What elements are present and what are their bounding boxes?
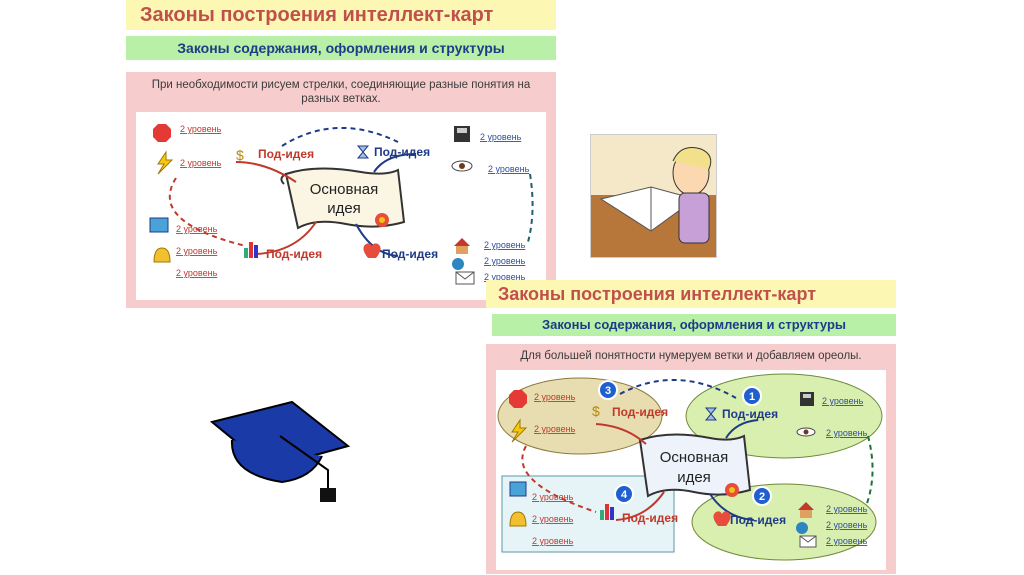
lightning-icon <box>511 418 528 443</box>
connector-arrow-right <box>865 435 874 507</box>
connector-arrow-right <box>527 173 534 243</box>
globe-icon <box>796 522 808 534</box>
dollar-icon: $ <box>236 147 244 163</box>
halo-branch-4 <box>501 475 675 553</box>
ribbon-icon <box>375 213 389 227</box>
heart-icon <box>363 243 381 258</box>
envelope-icon <box>455 271 475 285</box>
main-idea-scroll <box>280 167 406 230</box>
svg-text:2 уровень: 2 уровень <box>532 514 574 524</box>
svg-text:2 уровень: 2 уровень <box>484 256 526 266</box>
sub-idea-branch-3: Под-идея <box>612 405 668 419</box>
svg-text:2 уровень: 2 уровень <box>826 536 868 546</box>
book-icon <box>149 217 169 233</box>
hourglass-icon <box>356 145 370 159</box>
svg-text:1: 1 <box>749 391 755 403</box>
sub-idea-top-left: Под-идея <box>258 147 314 161</box>
sub-idea-branch-4: Под-идея <box>622 511 678 525</box>
main-idea-line2: идея <box>677 469 711 486</box>
slide-1-mind-map: Основная идея Под-идея Под-идея Под-идея… <box>149 124 534 285</box>
slide-2-title: Законы построения интеллект-карт <box>486 280 896 308</box>
svg-text:2 уровень: 2 уровень <box>488 164 530 174</box>
svg-text:2 уровень: 2 уровень <box>480 132 522 142</box>
book-icon <box>509 481 527 497</box>
house-icon <box>798 502 814 518</box>
dollar-icon: $ <box>592 403 600 419</box>
connector-arrow-top <box>619 379 737 399</box>
svg-text:2: 2 <box>759 491 765 503</box>
svg-text:2 уровень: 2 уровень <box>826 520 868 530</box>
envelope-icon <box>799 535 817 548</box>
svg-text:4: 4 <box>621 489 628 501</box>
globe-icon <box>452 258 464 270</box>
sub-idea-branch-1: Под-идея <box>722 407 778 421</box>
svg-text:2 уровень: 2 уровень <box>180 158 222 168</box>
halo-branch-3 <box>497 377 663 455</box>
svg-text:2 уровень: 2 уровень <box>534 424 576 434</box>
halo-branch-2 <box>691 483 877 561</box>
slide-1-card: При необходимости рисуем стрелки, соедин… <box>126 72 556 308</box>
connector-arrow-left <box>521 445 597 513</box>
svg-text:2 уровень: 2 уровень <box>180 124 222 134</box>
level-labels: 2 уровень 2 уровень 2 уровень 2 уровень … <box>532 392 868 546</box>
sub-idea-branch-2: Под-идея <box>730 513 786 527</box>
eye-icon <box>451 160 473 172</box>
halo-branch-1 <box>685 373 883 459</box>
ribbon-icon <box>725 483 739 497</box>
main-idea-scroll <box>638 433 752 498</box>
slide-2-map-area: Основная идея Под-идея Под-идея Под-идея… <box>496 370 886 570</box>
floppy-disk-icon <box>800 392 814 406</box>
bell-icon <box>153 247 171 263</box>
chart-icon <box>244 242 258 258</box>
connector-arrow-top <box>281 127 399 147</box>
main-idea-line1: Основная <box>660 449 729 466</box>
branch-number-4-badge: 4 <box>614 484 634 504</box>
svg-text:3: 3 <box>605 385 611 397</box>
hourglass-icon <box>704 407 718 421</box>
floppy-disk-icon <box>454 126 470 142</box>
sub-idea-bottom-left: Под-идея <box>266 247 322 261</box>
svg-text:2 уровень: 2 уровень <box>176 246 218 256</box>
graduation-cap-icon <box>209 400 360 510</box>
svg-text:2 уровень: 2 уровень <box>826 504 868 514</box>
svg-text:2 уровень: 2 уровень <box>484 240 526 250</box>
slide-2-mind-map: Основная идея Под-идея Под-идея Под-идея… <box>497 373 883 561</box>
slide-2-subtitle: Законы содержания, оформления и структур… <box>492 314 896 336</box>
branch-number-2-badge: 2 <box>752 486 772 506</box>
eye-icon <box>796 427 816 437</box>
heart-icon <box>713 511 731 526</box>
main-idea-line1: Основная <box>310 181 379 198</box>
student-reading-icon <box>590 134 717 258</box>
slide-1-caption: При необходимости рисуем стрелки, соедин… <box>151 79 531 105</box>
slide-1-title: Законы построения интеллект-карт <box>126 0 556 30</box>
bell-icon <box>509 511 527 527</box>
lightning-icon <box>157 150 174 175</box>
svg-text:2 уровень: 2 уровень <box>822 396 864 406</box>
connector-arrow-left <box>168 177 247 247</box>
branch-number-1-badge: 1 <box>742 386 762 406</box>
slide-2-card: Для большей понятности нумеруем ветки и … <box>486 344 896 574</box>
slide-1-subtitle: Законы содержания, оформления и структур… <box>126 36 556 60</box>
svg-text:2 уровень: 2 уровень <box>534 392 576 402</box>
svg-text:2 уровень: 2 уровень <box>532 492 574 502</box>
house-icon <box>454 238 470 254</box>
branch-number-3-badge: 3 <box>598 380 618 400</box>
svg-text:2 уровень: 2 уровень <box>826 428 868 438</box>
slide-1-map-area: Основная идея Под-идея Под-идея Под-идея… <box>136 112 546 300</box>
svg-text:2 уровень: 2 уровень <box>484 272 526 282</box>
sub-idea-top-right: Под-идея <box>374 145 430 159</box>
chart-icon <box>600 504 614 520</box>
stop-sign-icon <box>509 390 527 408</box>
slide-2-caption: Для большей понятности нумеруем ветки и … <box>520 350 862 362</box>
stop-sign-icon <box>153 124 171 142</box>
svg-text:2 уровень: 2 уровень <box>532 536 574 546</box>
svg-text:2 уровень: 2 уровень <box>176 268 218 278</box>
sub-idea-bottom-right: Под-идея <box>382 247 438 261</box>
main-idea-line2: идея <box>327 200 361 217</box>
